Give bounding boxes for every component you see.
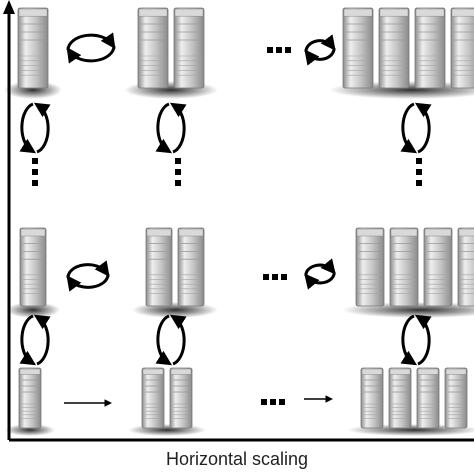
vertical-swap-arrows-icon [19, 314, 51, 366]
server-tower-icon [360, 367, 384, 429]
server-tower-icon [389, 227, 419, 307]
ellipsis-dots-icon [175, 158, 181, 186]
circular-swap-arrows-icon [66, 32, 116, 64]
server-tower-icon [145, 227, 173, 307]
server-tower-icon [19, 227, 47, 307]
ellipsis-dots-icon [416, 158, 422, 186]
server-group [128, 367, 206, 436]
server-tower-icon [423, 227, 453, 307]
server-tower-icon [17, 7, 49, 89]
vertical-axis-arrowhead [3, 0, 15, 14]
server-group [6, 227, 60, 318]
server-group [5, 367, 55, 436]
server-tower-icon [378, 7, 410, 89]
server-group [124, 7, 218, 99]
server-shadow [5, 424, 55, 436]
server-group [342, 227, 474, 318]
ellipsis-dots-icon [261, 399, 285, 405]
server-tower-icon [18, 367, 42, 429]
server-tower-icon [450, 7, 474, 89]
circular-swap-arrows-icon [304, 258, 336, 290]
vertical-swap-arrows-icon [155, 314, 187, 366]
server-tower-icon [137, 7, 169, 89]
server-group [347, 367, 474, 436]
server-tower-icon [355, 227, 385, 307]
server-shadow [132, 302, 218, 318]
vertical-swap-arrows-icon [155, 102, 187, 154]
server-tower-icon [444, 367, 468, 429]
x-axis-label: Horizontal scaling [165, 449, 309, 469]
server-tower-icon [141, 367, 165, 429]
server-tower-icon [388, 367, 412, 429]
server-group [4, 7, 62, 99]
vertical-swap-arrows-icon [400, 102, 432, 154]
vertical-swap-arrows-icon [400, 314, 432, 366]
server-shadow [6, 302, 60, 318]
server-tower-icon [416, 367, 440, 429]
circular-swap-arrows-icon [66, 260, 110, 292]
server-shadow [128, 424, 206, 436]
circular-swap-arrows-icon [304, 34, 336, 66]
ellipsis-dots-icon [267, 47, 291, 53]
diagram-content [4, 7, 474, 436]
ellipsis-dots-icon [32, 158, 38, 186]
server-tower-icon [414, 7, 446, 89]
axes [3, 0, 474, 442]
server-tower-icon [342, 7, 374, 89]
server-tower-icon [177, 227, 205, 307]
server-tower-icon [173, 7, 205, 89]
server-tower-icon [457, 227, 474, 307]
ellipsis-dots-icon [263, 274, 287, 280]
server-group [329, 7, 474, 99]
server-tower-icon [169, 367, 193, 429]
server-group [132, 227, 218, 318]
vertical-swap-arrows-icon [19, 102, 51, 154]
